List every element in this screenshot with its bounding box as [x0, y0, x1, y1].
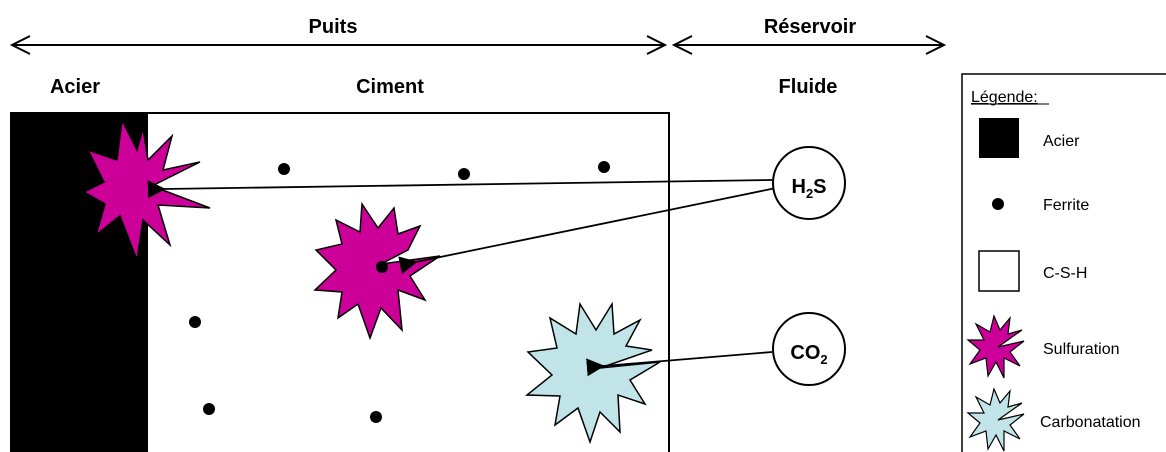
co2-to-csh-arrow — [586, 351, 773, 377]
legend-title: Légende: — [971, 89, 1038, 106]
ferrite-dot — [458, 168, 470, 180]
reservoir-label: Réservoir — [764, 16, 856, 38]
legend-sulfuration-label: Sulfuration — [1043, 341, 1120, 358]
legend-acier-label: Acier — [1043, 133, 1080, 150]
sulfuration-star-acier — [82, 117, 211, 263]
ferrite-dot — [278, 163, 290, 175]
legend-ferrite-swatch — [992, 198, 1004, 210]
co2-circle — [772, 312, 846, 386]
legend-carbonatation-swatch — [966, 387, 1025, 452]
puits-span-arrow — [9, 35, 668, 55]
h2s-label: H2S — [791, 176, 826, 201]
legend-ferrite-label: Ferrite — [1043, 197, 1089, 214]
ciment-header: Ciment — [356, 76, 424, 98]
sulfuration-star-ciment — [313, 201, 441, 341]
fluide-header: Fluide — [779, 76, 838, 98]
ferrite-dot — [598, 161, 610, 173]
legend-acier-swatch — [979, 118, 1019, 158]
legend-sulfuration-swatch — [966, 314, 1025, 379]
h2s-to-ferrite-arrow — [398, 187, 777, 275]
ferrite-dot — [376, 261, 388, 273]
legend-carbonatation-label: Carbonatation — [1040, 414, 1141, 431]
h2s-circle — [772, 146, 846, 220]
ferrite-dot — [370, 411, 382, 423]
puits-label: Puits — [309, 16, 358, 38]
legend-csh-label: C-S-H — [1043, 265, 1087, 282]
legend: Légende: Acier Ferrite C-S-H Sulfuration… — [961, 73, 1166, 452]
co2-label: CO2 — [790, 342, 827, 367]
legend-csh-swatch — [978, 250, 1020, 292]
h2s-to-acier-arrow — [147, 179, 773, 199]
ferrite-dot — [189, 316, 201, 328]
acier-header: Acier — [50, 76, 100, 98]
ferrite-dot — [203, 403, 215, 415]
reservoir-span-arrow — [671, 35, 947, 55]
